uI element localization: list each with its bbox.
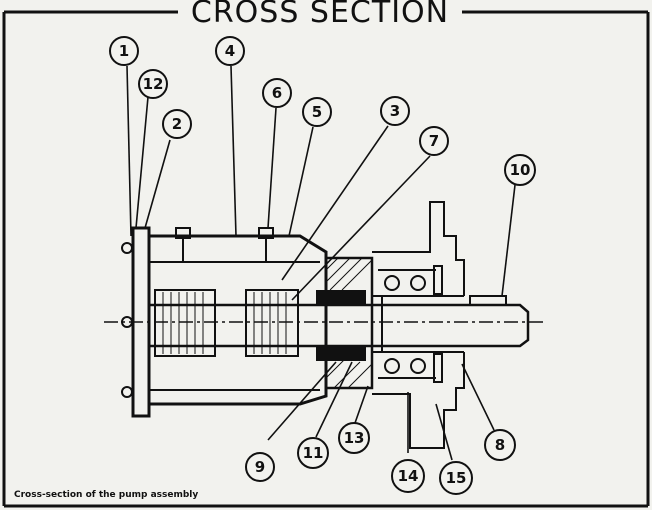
callout-13: 13 [338, 422, 370, 454]
svg-text:5: 5 [312, 103, 322, 121]
svg-text:2: 2 [172, 115, 182, 133]
callout-11: 11 [297, 437, 329, 469]
figure-caption: Cross-section of the pump assembly [12, 488, 252, 500]
callout-1: 1 [109, 36, 139, 66]
svg-text:3: 3 [390, 102, 400, 120]
callout-12: 12 [138, 69, 168, 99]
svg-text:7: 7 [429, 132, 439, 150]
callout-8: 8 [484, 429, 516, 461]
svg-text:6: 6 [272, 84, 282, 102]
callout-9: 9 [245, 452, 275, 482]
callout-2: 2 [162, 109, 192, 139]
svg-text:13: 13 [344, 429, 365, 447]
leader-lines [126, 65, 516, 461]
page-title: CROSS SECTION [191, 0, 449, 30]
svg-text:15: 15 [446, 469, 467, 487]
svg-text:9: 9 [255, 458, 265, 476]
svg-text:11: 11 [303, 444, 324, 462]
svg-text:4: 4 [225, 42, 235, 60]
svg-text:1: 1 [119, 42, 129, 60]
svg-text:10: 10 [510, 161, 531, 179]
outer-frame [2, 10, 650, 508]
callout-10: 10 [504, 154, 536, 186]
callout-15: 15 [439, 461, 473, 495]
svg-text:Cross-section of the pump asse: Cross-section of the pump assembly [14, 490, 198, 500]
callout-7: 7 [419, 126, 449, 156]
svg-text:8: 8 [495, 436, 505, 454]
pump-drawing [104, 201, 545, 449]
callout-4: 4 [215, 36, 245, 66]
svg-text:12: 12 [143, 75, 164, 93]
callout-6: 6 [262, 78, 292, 108]
callout-5: 5 [302, 97, 332, 127]
callout-3: 3 [380, 96, 410, 126]
callout-14: 14 [391, 459, 425, 493]
svg-text:14: 14 [398, 467, 419, 485]
